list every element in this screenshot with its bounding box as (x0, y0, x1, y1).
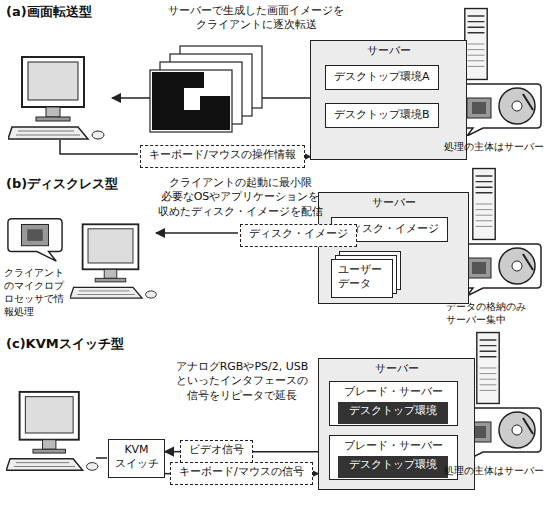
node-text: ブレード・サーバー (334, 439, 453, 453)
desktop-band: デスクトップ環境 (338, 402, 448, 424)
connector (165, 451, 180, 453)
section-heading: (a)画面転送型 (6, 4, 92, 21)
server-box: サーバーデスクトップ環境A デスクトップ環境B (310, 40, 467, 160)
node-text: サーバー (319, 359, 474, 376)
signal-box: ディスク・イメージ (240, 224, 357, 247)
node-text: キーボード/マウスの操作情報 (149, 148, 296, 162)
blade-server-box: ブレード・サーバーデスクトップ環境 (329, 381, 458, 426)
user-data-stack: ユーザー データ (331, 259, 393, 298)
connector (253, 451, 318, 453)
kvm-switch-box: KVM スイッチ (108, 439, 165, 478)
note-text: アナログRGBやPS/2, USB といったインタフェースの 信号をリピータで延… (166, 360, 318, 403)
signal-box: キーボード/マウスの信号 (170, 462, 313, 485)
note-text: クライアントのマイクロプロセッサで情報処理 (4, 266, 68, 318)
node-text: デスクトップ環境B (334, 108, 430, 122)
signal-box: ビデオ信号 (180, 440, 253, 463)
node-text: デスクトップ環境 (344, 458, 442, 472)
desktop-box: デスクトップ環境B (325, 103, 439, 128)
note-text: データの格納のみ サーバー集中 (446, 300, 546, 326)
node-text: ユーザー データ (338, 263, 386, 292)
desktop-box: デスクトップ環境A (325, 65, 439, 90)
node-text: KVM スイッチ (113, 443, 160, 472)
desktop-band: デスクトップ環境 (338, 456, 448, 478)
node-text: デスクトップ環境A (334, 70, 430, 84)
server-box: サーバーディスク・イメージユーザー データ (318, 192, 469, 304)
note-text: サーバーで生成した画面イメージを クライアントに逐次転送 (160, 4, 352, 33)
section-heading: (b)ディスクレス型 (6, 176, 118, 193)
node-text: サーバー (311, 41, 466, 58)
node-text: キーボード/マウスの信号 (179, 465, 304, 479)
node-text: ビデオ信号 (189, 443, 244, 457)
node-text: ディスク・イメージ (249, 227, 348, 241)
node-text: ブレード・サーバー (334, 385, 453, 399)
node-text: サーバー (319, 193, 468, 210)
note-text: 処理の主体はサーバー (444, 140, 550, 153)
signal-box: キーボード/マウスの操作情報 (140, 145, 305, 168)
blade-server-box: ブレード・サーバーデスクトップ環境 (329, 435, 458, 480)
note-text: 処理の主体はサーバー (444, 464, 550, 477)
note-text: クライアントの起動に最小限 必要なOSやアプリケーションを 収めたディスク・イメ… (150, 176, 330, 219)
node-text: デスクトップ環境 (344, 404, 442, 418)
section-heading: (c)KVMスイッチ型 (6, 336, 124, 353)
